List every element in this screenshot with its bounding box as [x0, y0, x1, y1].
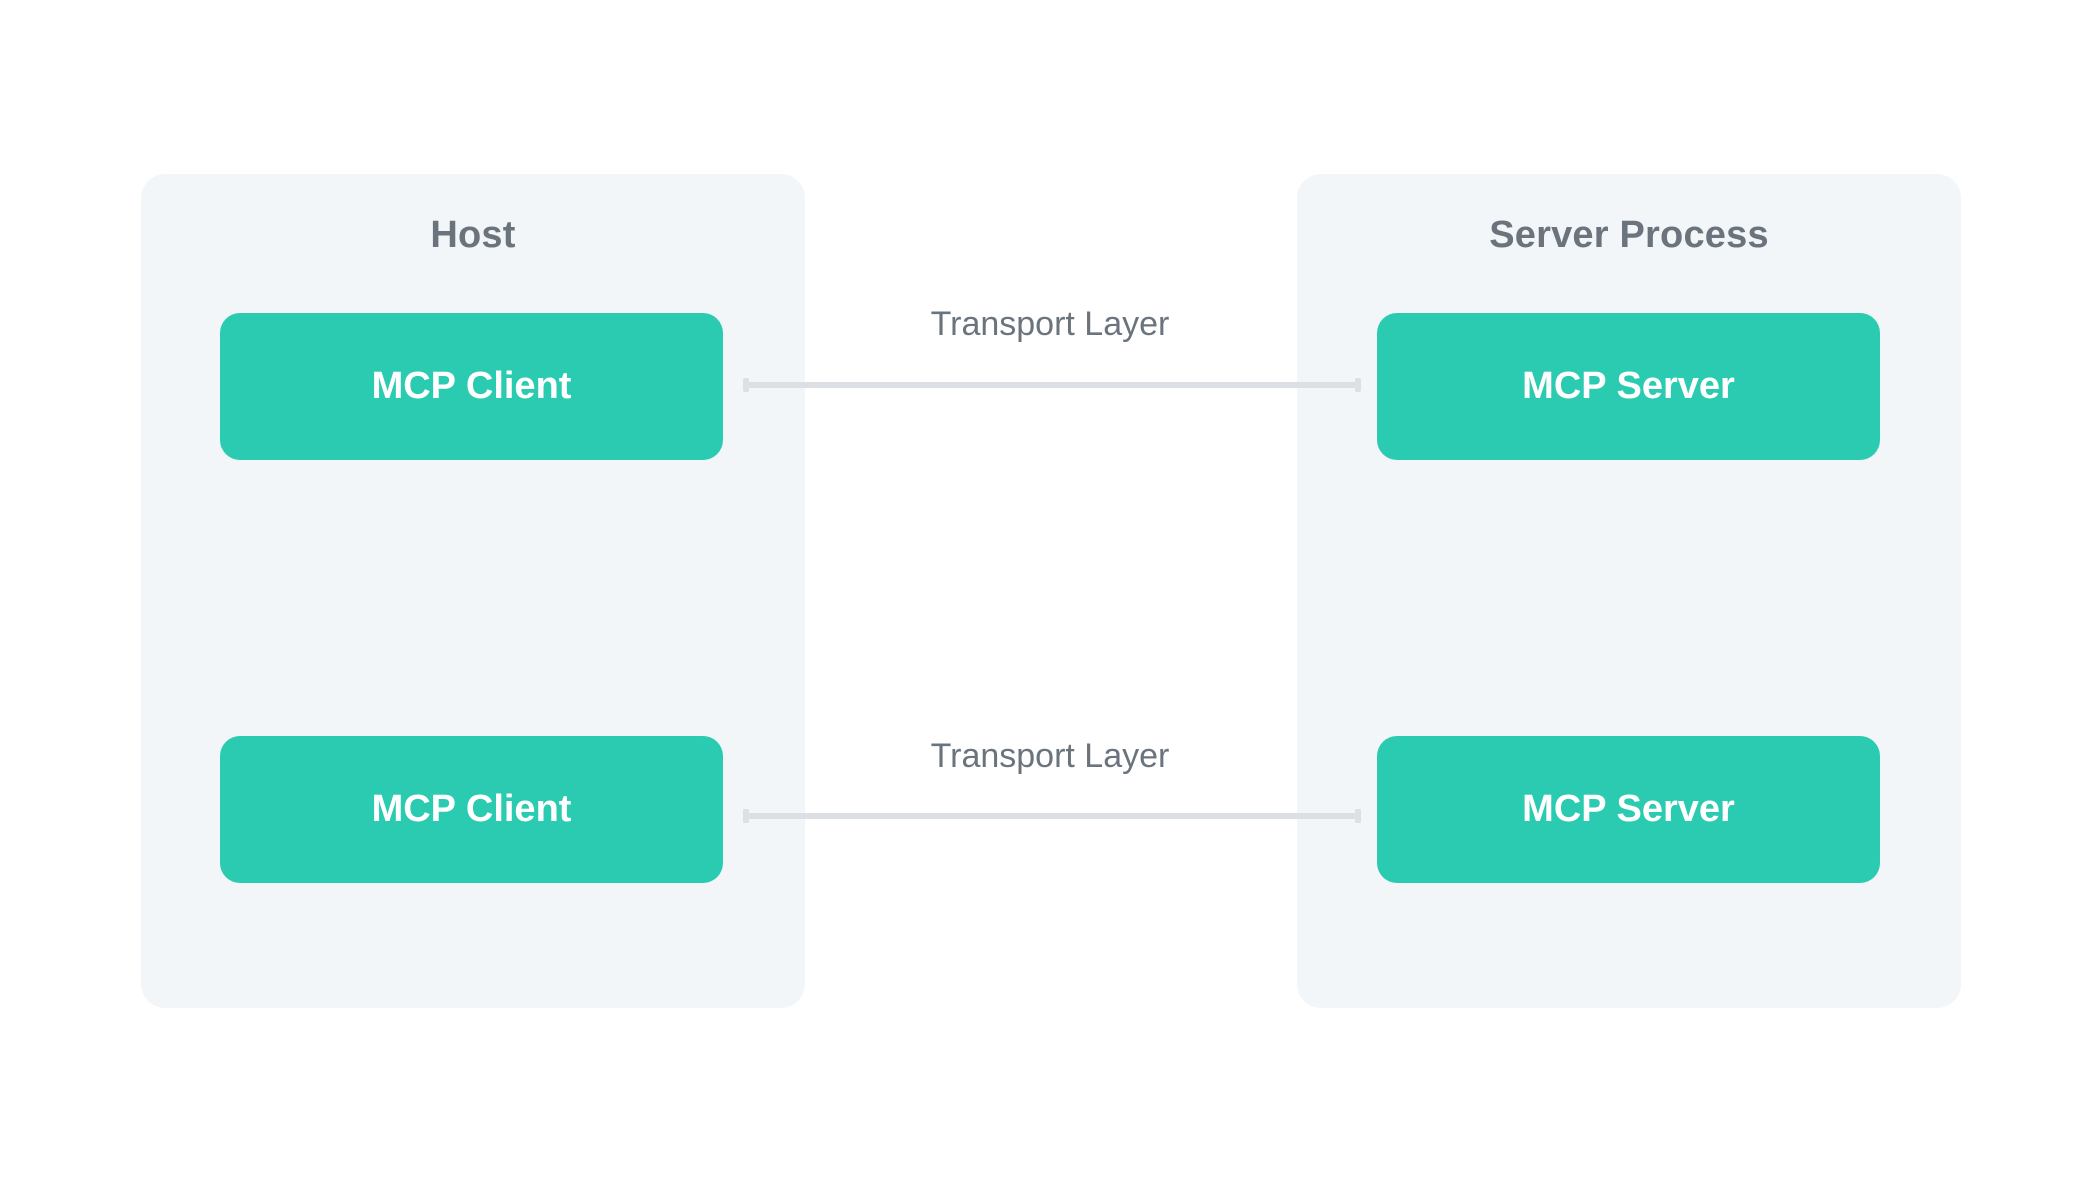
- mcp-client-node-2: MCP Client: [220, 736, 723, 883]
- mcp-server-node-1: MCP Server: [1377, 313, 1880, 460]
- host-title: Host: [430, 214, 516, 256]
- transport-line-2: [743, 809, 1361, 823]
- transport-layer-label-1: Transport Layer: [930, 305, 1170, 343]
- mcp-client-node-1: MCP Client: [220, 313, 723, 460]
- server-process-title: Server Process: [1489, 214, 1769, 256]
- transport-line-1: [743, 378, 1361, 392]
- mcp-client-label: MCP Client: [371, 365, 572, 407]
- mcp-server-label: MCP Server: [1522, 788, 1735, 830]
- mcp-server-label: MCP Server: [1522, 365, 1735, 407]
- mcp-server-node-2: MCP Server: [1377, 736, 1880, 883]
- transport-layer-label-2: Transport Layer: [930, 737, 1170, 775]
- mcp-client-label: MCP Client: [371, 788, 572, 830]
